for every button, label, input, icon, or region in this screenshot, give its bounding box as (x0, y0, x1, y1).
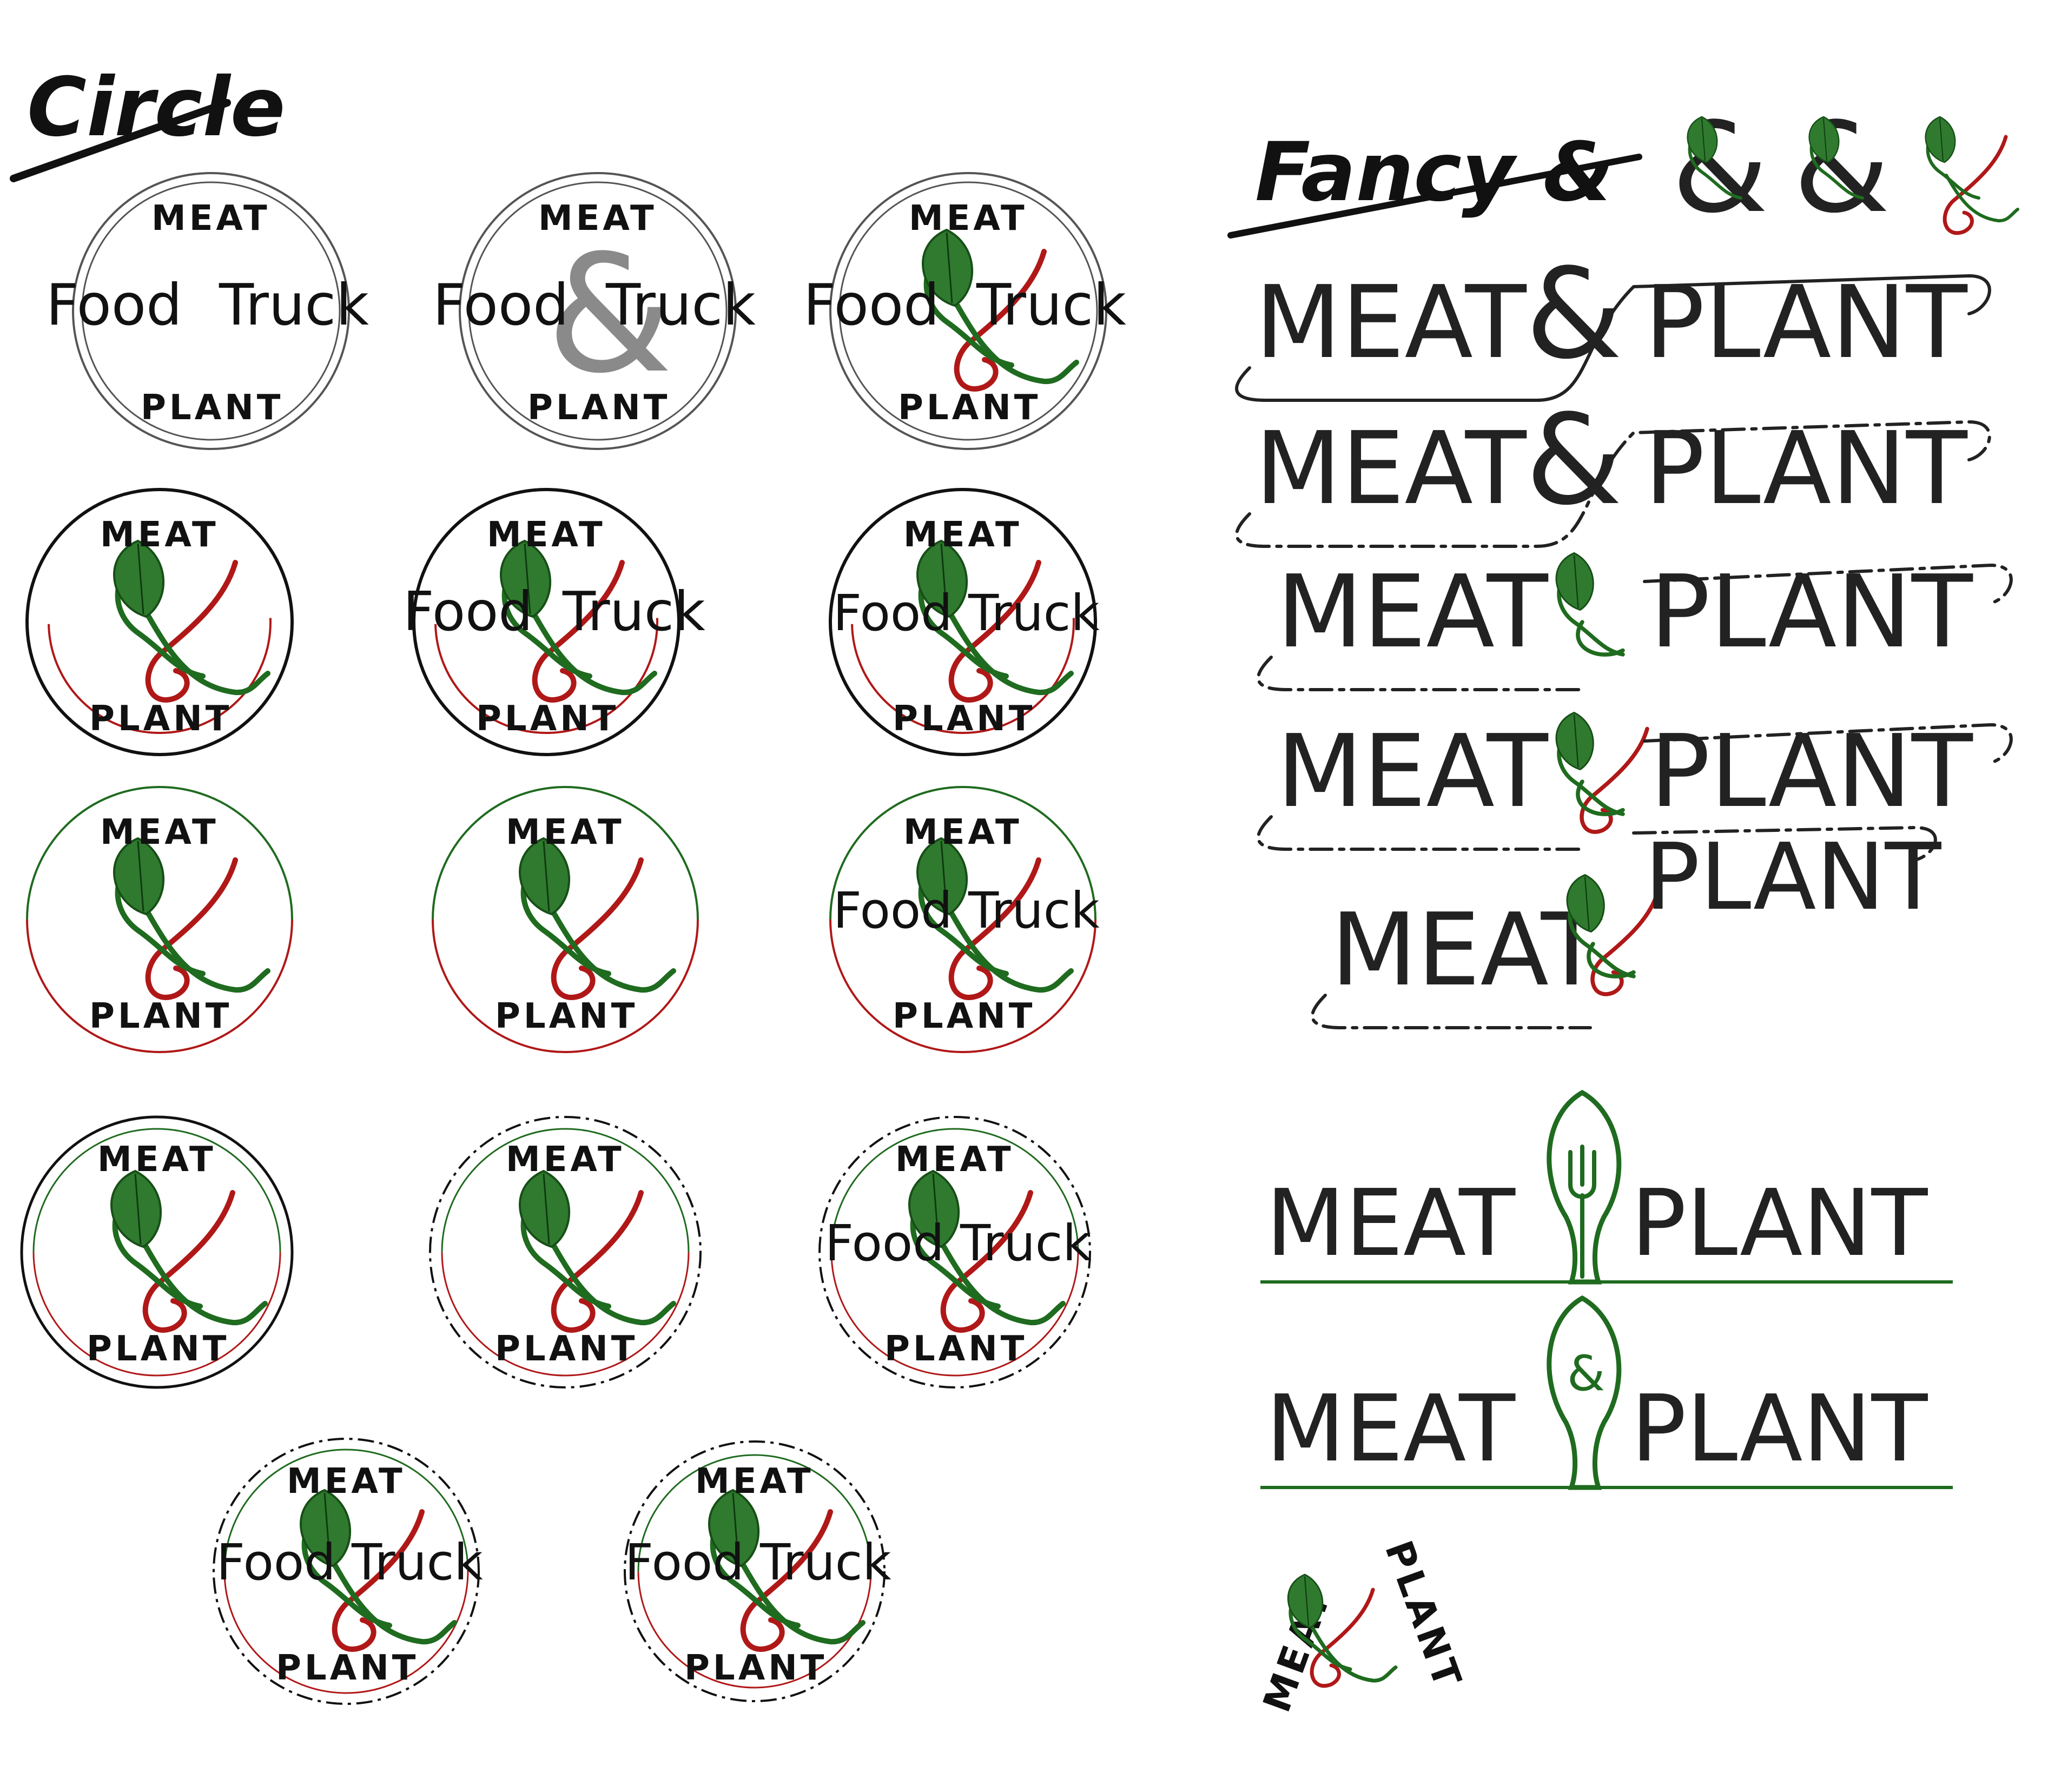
svg-text:Truck: Truck (968, 882, 1100, 940)
circle-logo-8: MEAT PLANT (432, 786, 699, 1053)
fancy-heading: Fancy & (1227, 125, 1642, 239)
svg-text:PLANT: PLANT (89, 996, 232, 1036)
svg-text:MEAT: MEAT (1255, 264, 1527, 381)
circle-logo-3: MEAT Food Truck PLANT (803, 172, 1126, 450)
svg-text:Truck: Truck (219, 272, 369, 338)
svg-text:PLANT: PLANT (893, 699, 1035, 739)
svg-text:PLANT: PLANT (1631, 1170, 1928, 1277)
svg-text:Food: Food (625, 1533, 744, 1591)
svg-text:Food: Food (403, 580, 533, 643)
svg-text:MEAT: MEAT (506, 1140, 625, 1180)
svg-text:PLANT: PLANT (1644, 824, 1942, 931)
svg-text:PLANT: PLANT (141, 388, 283, 428)
circle-logo-4: MEAT PLANT (25, 488, 294, 756)
svg-text:MEAT: MEAT (100, 812, 219, 852)
svg-text:MEAT: MEAT (695, 1462, 814, 1502)
svg-text:MEAT: MEAT (909, 199, 1028, 239)
svg-text:MEAT: MEAT (1255, 410, 1527, 527)
svg-text:Truck: Truck (562, 580, 705, 643)
svg-text:&: & (1672, 96, 1768, 241)
wordmark-sketch-3: MEAT PLANT (1257, 553, 2013, 691)
svg-text:PLANT: PLANT (87, 1329, 229, 1369)
svg-text:Food: Food (803, 272, 940, 338)
wordmark-sketch-2: MEAT & PLANT (1235, 388, 1991, 548)
wordmark-sketch-4: MEAT PLANT (1257, 713, 2013, 851)
svg-text:Food: Food (433, 272, 569, 338)
circle-logo-5: MEAT Food Truck PLANT (403, 488, 705, 756)
svg-text:MEAT: MEAT (1277, 553, 1549, 670)
grey-ampersand: & (546, 220, 673, 409)
circle-logo-9: MEAT Food Truck PLANT (829, 786, 1100, 1053)
wordmark-clean-amp: MEAT & PLANT (1260, 1295, 1953, 1490)
svg-text:MEAT: MEAT (97, 1140, 216, 1180)
fancy-amp-icon-1: & (1672, 96, 1768, 241)
svg-text:Truck: Truck (976, 272, 1126, 338)
svg-text:Food: Food (46, 272, 182, 338)
svg-text:MEAT: MEAT (903, 812, 1022, 852)
svg-text:Truck: Truck (968, 584, 1100, 642)
wordmark-sketch-5: MEAT PLANT (1311, 824, 1942, 1029)
circle-logo-14: MEAT Food Truck PLANT (624, 1440, 891, 1702)
svg-text:PLANT: PLANT (1650, 713, 1973, 830)
svg-text:Truck: Truck (759, 1533, 891, 1591)
svg-text:Truck: Truck (960, 1214, 1092, 1272)
svg-text:&: & (1525, 242, 1622, 387)
wordmark-sketch-1: MEAT & PLANT (1235, 242, 1991, 402)
circle-logo-7: MEAT PLANT (26, 786, 293, 1053)
svg-text:MEAT: MEAT (1277, 713, 1549, 830)
svg-text:MEAT: MEAT (151, 199, 270, 239)
svg-text:PLANT: PLANT (893, 996, 1035, 1036)
svg-text:PLANT: PLANT (884, 1329, 1027, 1369)
svg-text:MEAT: MEAT (100, 515, 219, 555)
svg-text:Truck: Truck (605, 272, 756, 338)
svg-text:MEAT: MEAT (287, 1462, 406, 1502)
svg-text:MEAT: MEAT (1266, 1376, 1516, 1483)
svg-text:Circle: Circle (27, 61, 286, 155)
svg-text:MEAT: MEAT (903, 515, 1022, 555)
circle-logo-10: MEAT PLANT (20, 1115, 294, 1389)
svg-text:&: & (1567, 1345, 1605, 1402)
svg-text:PLANT: PLANT (495, 996, 638, 1036)
svg-text:Truck: Truck (351, 1533, 483, 1591)
circle-logo-13: MEAT Food Truck PLANT (213, 1438, 483, 1705)
svg-text:&: & (1525, 388, 1622, 533)
svg-text:PLANT: PLANT (476, 699, 619, 739)
svg-text:PLANT: PLANT (495, 1329, 638, 1369)
svg-text:MEAT: MEAT (506, 812, 625, 852)
svg-text:MEAT: MEAT (487, 515, 606, 555)
svg-text:MEAT: MEAT (1331, 891, 1603, 1008)
fork-leaf-icon (1547, 1089, 1622, 1285)
svg-text:MEAT: MEAT (538, 199, 657, 239)
circle-logo-12: MEAT Food Truck PLANT (818, 1116, 1092, 1388)
circle-logo-1: MEAT Food Truck PLANT (46, 172, 369, 450)
svg-text:PLANT: PLANT (898, 388, 1041, 428)
svg-text:PLANT: PLANT (1650, 553, 1973, 670)
svg-text:PLANT: PLANT (89, 699, 232, 739)
svg-text:Food: Food (216, 1533, 336, 1591)
rotated-mini-logo: MEAT PLANT (1254, 1535, 1471, 1718)
svg-text:PLANT: PLANT (1631, 1376, 1928, 1483)
wordmark-clean-fork: MEAT PLANT (1260, 1089, 1953, 1285)
fancy-amp-icon-3 (1926, 117, 2018, 233)
svg-text:PLANT: PLANT (684, 1648, 827, 1688)
circle-logo-11: MEAT PLANT (429, 1116, 702, 1388)
leaf-amp-icon: & (1547, 1295, 1622, 1490)
circle-heading: Circle (10, 61, 286, 182)
circle-logo-2: MEAT & Food Truck PLANT (433, 172, 756, 450)
svg-text:&: & (1793, 96, 1890, 241)
svg-text:MEAT: MEAT (1266, 1170, 1516, 1277)
svg-text:PLANT: PLANT (276, 1648, 419, 1688)
fancy-amp-icon-2: & (1793, 96, 1890, 241)
svg-text:Food: Food (833, 584, 953, 642)
svg-text:Food: Food (833, 882, 953, 940)
svg-text:Food: Food (825, 1214, 944, 1272)
svg-text:MEAT: MEAT (895, 1140, 1014, 1180)
svg-text:PLANT: PLANT (527, 388, 670, 428)
circle-logo-6: MEAT Food Truck PLANT (829, 488, 1100, 756)
